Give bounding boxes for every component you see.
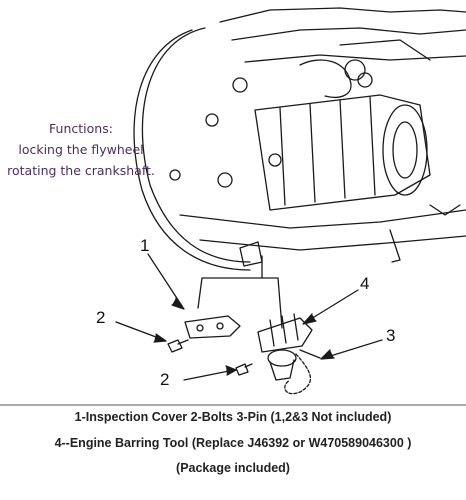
callout-2-lower: 2 [160, 370, 170, 389]
arrow-1 [147, 253, 183, 307]
callout-1: 1 [140, 236, 150, 255]
legend-line-1: 1-Inspection Cover 2-Bolts 3-Pin (1,2&3 … [74, 410, 392, 424]
inspection-cover [184, 315, 241, 339]
functions-note: Functions: locking the flywheel rotating… [6, 118, 156, 181]
callout-3: 3 [386, 326, 396, 345]
starter-motor [254, 94, 431, 211]
barring-tool [257, 317, 313, 353]
arrow-3 [323, 339, 383, 359]
legend-line-2: 4--Engine Barring Tool (Replace J46392 o… [54, 436, 412, 450]
bolt-upper [167, 339, 183, 353]
legend-line-3: (Package included) [176, 461, 290, 475]
functions-heading: Functions: [49, 121, 113, 136]
functions-line-2: rotating the crankshaft. [7, 163, 155, 178]
arrow-2b [183, 369, 235, 381]
callout-4: 4 [360, 274, 370, 293]
pin-chain [284, 353, 311, 395]
functions-line-1: locking the flywheel [18, 142, 144, 157]
flywheel-housing [141, 27, 251, 263]
bolt-lower [235, 363, 249, 376]
callout-2-upper: 2 [96, 308, 106, 327]
arrow-4 [305, 289, 359, 323]
bracket-outline [197, 277, 283, 329]
